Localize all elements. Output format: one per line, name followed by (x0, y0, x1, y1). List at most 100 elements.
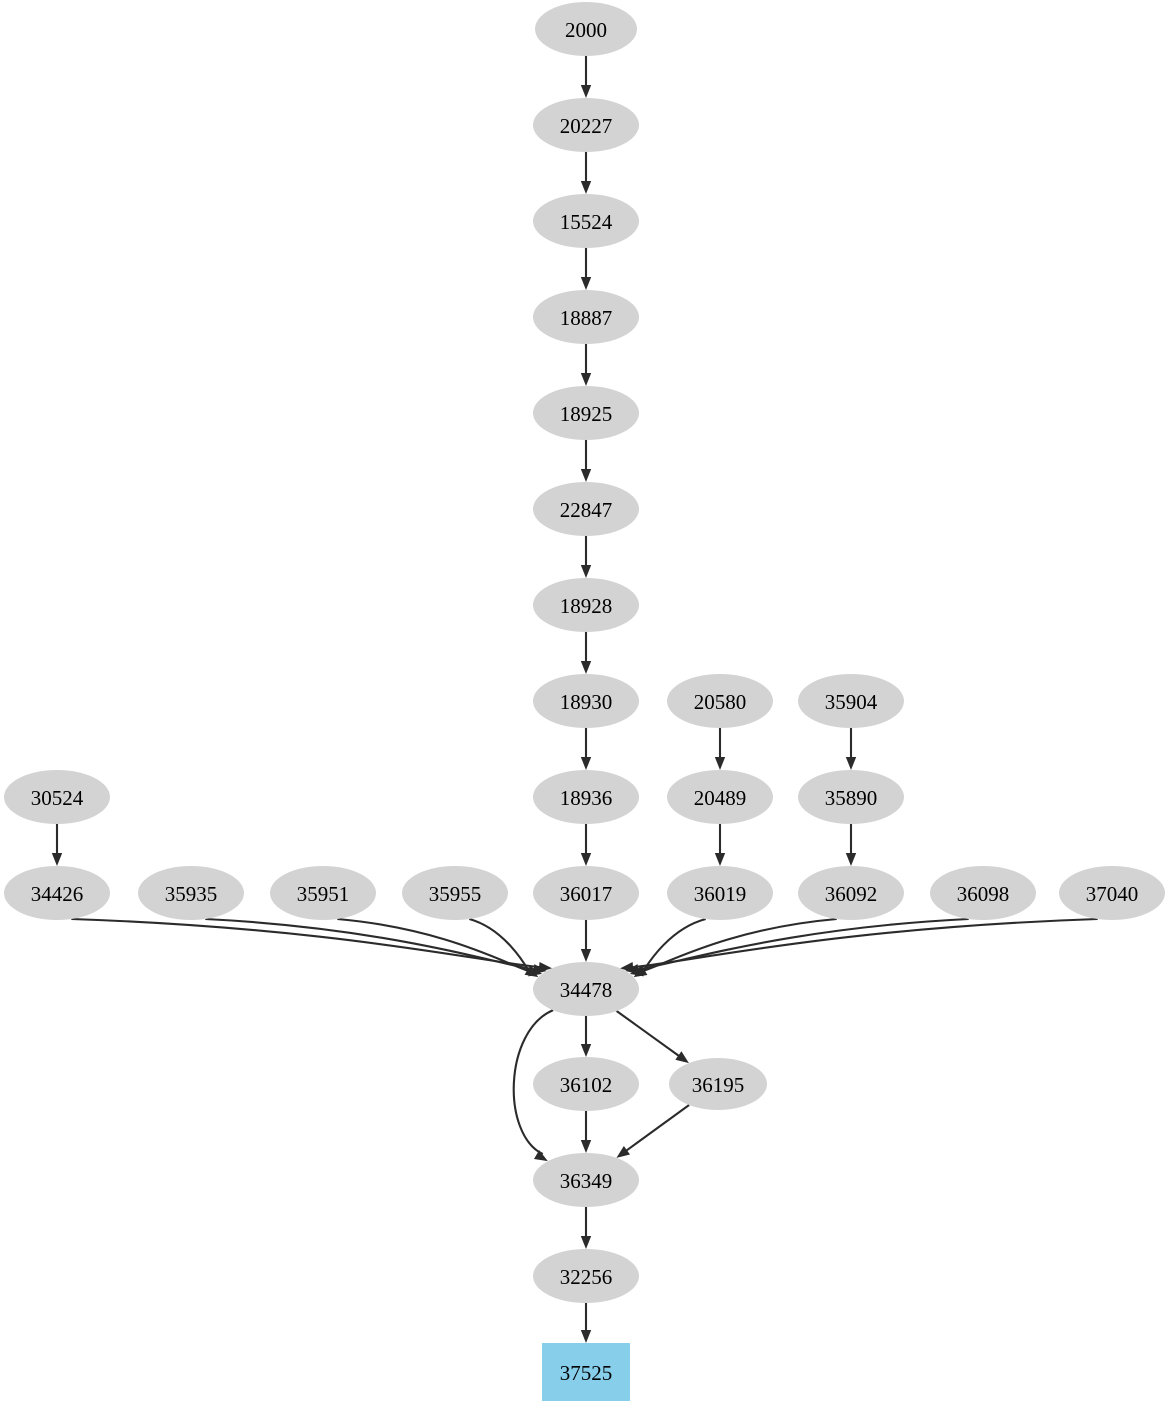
edge-20227-to-15524 (580, 152, 592, 194)
edge-18887-to-18925 (580, 344, 592, 386)
graph-node-18925[interactable]: 18925 (533, 386, 639, 440)
graph-node-35951[interactable]: 35951 (270, 866, 376, 920)
graph-node-18936[interactable]: 18936 (533, 770, 639, 824)
arrowhead-icon (580, 277, 592, 290)
arrowhead-icon (580, 85, 592, 98)
edge-18928-to-18930 (580, 632, 592, 674)
arrowhead-icon (51, 853, 63, 866)
edge-line (640, 917, 837, 973)
node-ellipse[interactable] (138, 866, 244, 920)
graph-node-18930[interactable]: 18930 (533, 674, 639, 728)
edge-20580-to-20489 (714, 728, 726, 770)
graph-node-36019[interactable]: 36019 (667, 866, 773, 920)
node-ellipse[interactable] (669, 1058, 767, 1110)
node-layer: 2000 20227 15524 18887 18925 22847 18928 18930 2… (4, 2, 1165, 1401)
edge-2000-to-20227 (580, 56, 592, 98)
graph-node-20489[interactable]: 20489 (667, 770, 773, 824)
node-ellipse[interactable] (4, 770, 110, 824)
edge-34478-to-36349 (512, 1009, 554, 1162)
graph-node-35935[interactable]: 35935 (138, 866, 244, 920)
node-ellipse[interactable] (1059, 866, 1165, 920)
arrowhead-icon (580, 1330, 592, 1343)
graph-node-20580[interactable]: 20580 (667, 674, 773, 728)
edge-22847-to-18928 (580, 536, 592, 578)
edge-36349-to-32256 (580, 1207, 592, 1249)
node-ellipse[interactable] (667, 866, 773, 920)
node-ellipse[interactable] (533, 482, 639, 536)
edge-line (636, 917, 969, 971)
edge-30524-to-34426 (51, 824, 63, 866)
graph-node-36195[interactable]: 36195 (669, 1058, 767, 1110)
graph-node-2000[interactable]: 2000 (535, 2, 637, 56)
node-ellipse[interactable] (667, 674, 773, 728)
node-ellipse[interactable] (535, 2, 637, 56)
edge-36102-to-36349 (580, 1111, 592, 1153)
edge-36017-to-34478 (580, 920, 592, 962)
node-ellipse[interactable] (798, 674, 904, 728)
graph-node-36098[interactable]: 36098 (930, 866, 1036, 920)
arrowhead-icon (714, 757, 726, 770)
edge-line (625, 1104, 690, 1152)
edge-18925-to-22847 (580, 440, 592, 482)
graph-node-15524[interactable]: 15524 (533, 194, 639, 248)
edge-35890-to-36092 (845, 824, 857, 866)
arrowhead-icon (620, 962, 634, 973)
graph-node-35904[interactable]: 35904 (798, 674, 904, 728)
edge-line (469, 917, 530, 973)
graph-node-36017[interactable]: 36017 (533, 866, 639, 920)
node-ellipse[interactable] (533, 1057, 639, 1111)
arrowhead-icon (580, 661, 592, 674)
node-ellipse[interactable] (533, 1249, 639, 1303)
arrowhead-icon (714, 853, 726, 866)
graph-node-36102[interactable]: 36102 (533, 1057, 639, 1111)
node-ellipse[interactable] (533, 290, 639, 344)
arrowhead-icon (845, 757, 857, 770)
graph-node-20227[interactable]: 20227 (533, 98, 639, 152)
edge-line (631, 917, 1098, 969)
arrowhead-icon (533, 1150, 548, 1162)
edge-35935-to-34478 (205, 917, 547, 975)
graph-node-34478[interactable]: 34478 (533, 962, 639, 1016)
node-ellipse[interactable] (4, 866, 110, 920)
graph-node-36349[interactable]: 36349 (533, 1153, 639, 1207)
arrowhead-icon (580, 181, 592, 194)
node-ellipse[interactable] (667, 770, 773, 824)
edge-18936-to-36017 (580, 824, 592, 866)
node-ellipse[interactable] (533, 1153, 639, 1207)
node-ellipse[interactable] (533, 578, 639, 632)
graph-node-18887[interactable]: 18887 (533, 290, 639, 344)
graph-node-34426[interactable]: 34426 (4, 866, 110, 920)
node-ellipse[interactable] (798, 866, 904, 920)
edge-18930-to-18936 (580, 728, 592, 770)
graph-node-37040[interactable]: 37040 (1059, 866, 1165, 920)
graph-node-22847[interactable]: 22847 (533, 482, 639, 536)
node-ellipse[interactable] (930, 866, 1036, 920)
node-ellipse[interactable] (533, 98, 639, 152)
edge-34478-to-36195 (615, 1010, 689, 1064)
arrowhead-icon (580, 853, 592, 866)
graph-node-36092[interactable]: 36092 (798, 866, 904, 920)
arrowhead-icon (580, 373, 592, 386)
graph-node-30524[interactable]: 30524 (4, 770, 110, 824)
graph-node-35890[interactable]: 35890 (798, 770, 904, 824)
node-ellipse[interactable] (533, 770, 639, 824)
graph-node-18928[interactable]: 18928 (533, 578, 639, 632)
node-ellipse[interactable] (533, 386, 639, 440)
node-ellipse[interactable] (798, 770, 904, 824)
arrowhead-icon (845, 853, 857, 866)
edge-32256-to-37525 (580, 1303, 592, 1343)
node-ellipse[interactable] (270, 866, 376, 920)
arrowhead-icon (580, 565, 592, 578)
arrowhead-icon (580, 469, 592, 482)
node-ellipse[interactable] (402, 866, 508, 920)
node-ellipse[interactable] (533, 962, 639, 1016)
graph-node-35955[interactable]: 35955 (402, 866, 508, 920)
node-ellipse[interactable] (533, 194, 639, 248)
graph-node-37525[interactable]: 37525 (542, 1343, 630, 1401)
node-ellipse[interactable] (533, 866, 639, 920)
node-box[interactable] (542, 1343, 630, 1401)
graph-node-32256[interactable]: 32256 (533, 1249, 639, 1303)
node-ellipse[interactable] (533, 674, 639, 728)
